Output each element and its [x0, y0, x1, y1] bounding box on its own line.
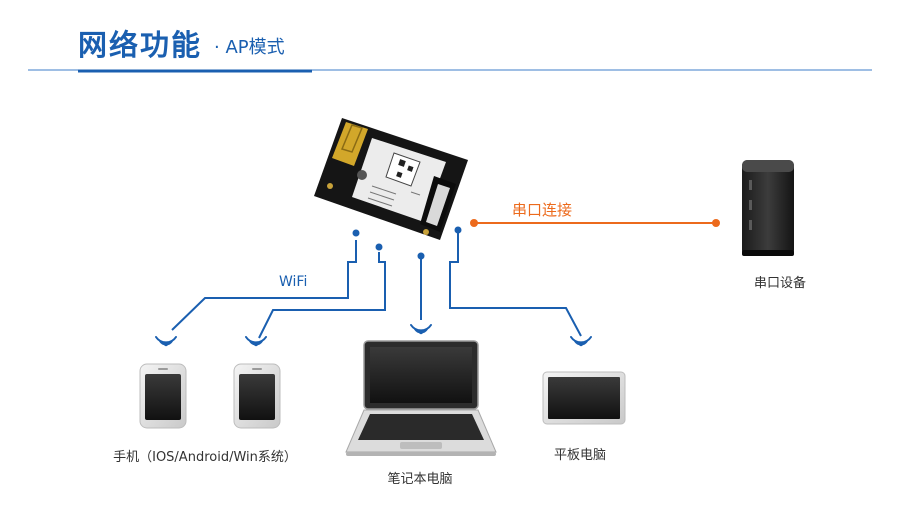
wifi-signal-icon — [570, 336, 592, 347]
phones-caption: 手机（IOS/Android/Win系统） — [113, 450, 297, 465]
laptop-caption: 笔记本电脑 — [387, 472, 453, 487]
antenna-dot — [417, 252, 425, 260]
wifi-label: WiFi — [279, 274, 308, 290]
serial-link-dot — [712, 219, 720, 227]
serial-device-icon — [742, 160, 794, 256]
wifi-signal-icon — [410, 324, 432, 335]
antenna-dot — [375, 243, 383, 251]
wifi-link-phone-1 — [171, 240, 357, 331]
wifi-link-phone-2 — [258, 252, 386, 339]
laptop-icon — [345, 340, 497, 456]
page-title: 网络功能 — [78, 28, 203, 62]
serial-link-dot — [470, 219, 478, 227]
wifi-signal-icon — [245, 336, 267, 347]
antenna-dot — [352, 229, 360, 237]
wifi-module-icon — [314, 118, 468, 240]
page-subtitle: · AP模式 — [214, 37, 285, 58]
smartphone-icon — [233, 363, 281, 429]
smartphone-icon — [139, 363, 187, 429]
wifi-signal-icon — [155, 336, 177, 347]
serial-device-caption: 串口设备 — [753, 276, 806, 291]
antenna-dot — [454, 226, 462, 234]
tablet-icon — [542, 371, 626, 425]
tablet-caption: 平板电脑 — [553, 448, 606, 463]
serial-link-label: 串口连接 — [512, 201, 573, 219]
wifi-link-tablet — [449, 232, 582, 337]
